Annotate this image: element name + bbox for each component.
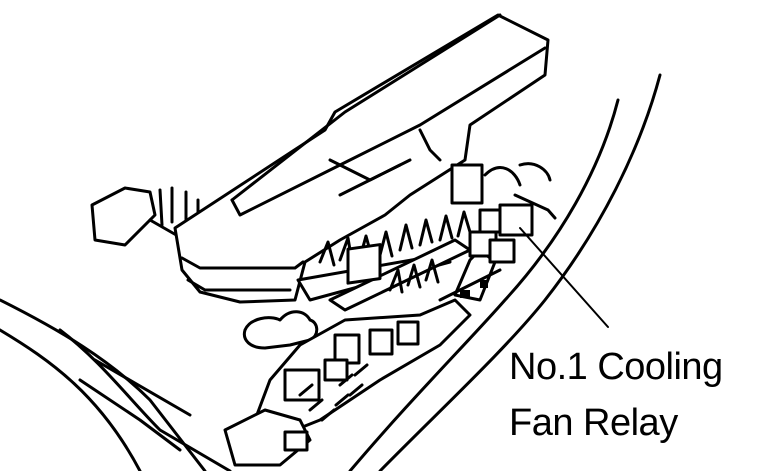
left-bracket	[90, 186, 232, 254]
callout-label-line1: No.1 Cooling	[509, 346, 723, 388]
fender-outline	[0, 73, 662, 473]
callout-label-line2: Fan Relay	[509, 402, 678, 444]
relay-box	[223, 243, 472, 467]
relay-c	[488, 238, 516, 264]
callout-leader-line	[519, 227, 609, 328]
right-relay-stack	[438, 162, 557, 302]
no1-cooling-fan-relay	[498, 203, 534, 237]
clamp-cluster	[242, 310, 319, 350]
main-cover	[173, 13, 550, 304]
fuse-teeth	[318, 210, 472, 294]
upper-relay	[450, 163, 484, 205]
